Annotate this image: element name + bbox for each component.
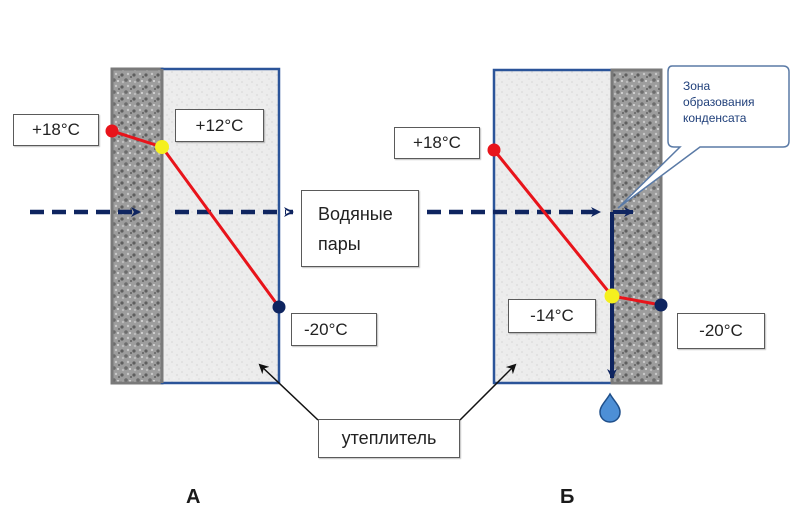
- callout-line3: конденсата: [683, 111, 747, 125]
- panel-b-outside-temp-label: -20°C: [677, 313, 765, 349]
- panel-b-wall: [492, 68, 663, 385]
- panel-a-inside-temp-point: [105, 124, 119, 138]
- panel-b-concrete-layer: [610, 68, 663, 385]
- panel-a-interface-temp-text: +12°C: [195, 115, 244, 135]
- water-droplet-icon: [599, 392, 621, 423]
- insulation-label-text: утеплитель: [341, 428, 437, 448]
- panel-b-outside-temp-point: [654, 298, 668, 312]
- panel-b-inside-temp-text: +18°C: [413, 133, 461, 152]
- panel-b-letter: Б: [560, 486, 575, 508]
- panel-a-outside-temp-point: [272, 300, 286, 314]
- panel-a-temperature-curve: [105, 124, 286, 314]
- callout-line1: Зона: [683, 79, 711, 93]
- panel-b-outside-temp-text: -20°C: [699, 321, 743, 340]
- water-vapor-label-line1: Водяные: [318, 204, 393, 224]
- panel-b-insulation-layer: [492, 68, 614, 385]
- panel-a-inside-temp-text: +18°C: [32, 120, 80, 139]
- callout-line2: образования: [683, 95, 755, 109]
- panel-a-letter: А: [186, 486, 201, 508]
- panel-a-inside-temp-label: +18°C: [13, 114, 99, 146]
- panel-a-outside-temp-text: -20°C: [304, 319, 348, 339]
- water-vapor-label-line2: пары: [318, 234, 361, 254]
- panel-b-interface-temp-label: -14°C: [508, 299, 596, 333]
- panel-b-inside-temp-point: [487, 143, 501, 157]
- condensation-zone-callout-bubble: [617, 65, 790, 209]
- insulation-label: утеплитель: [318, 419, 460, 458]
- panel-b-inside-temp-label: +18°C: [394, 127, 480, 159]
- panel-a-concrete-layer: [110, 67, 164, 385]
- panel-a-outside-temp-label: -20°C: [291, 313, 377, 346]
- panel-a-interface-temp-label: +12°C: [175, 109, 264, 142]
- panel-a-interface-temp-point: [155, 140, 169, 154]
- panel-b-temperature-curve: [487, 143, 668, 312]
- insulation-pointers: [258, 363, 517, 421]
- condensation-zone-callout-text: Зона образования конденсата: [683, 78, 783, 126]
- panel-b-interface-temp-text: -14°C: [530, 306, 574, 325]
- water-vapor-label: Водяные пары: [301, 190, 419, 267]
- panel-b-interface-temp-point: [604, 288, 620, 304]
